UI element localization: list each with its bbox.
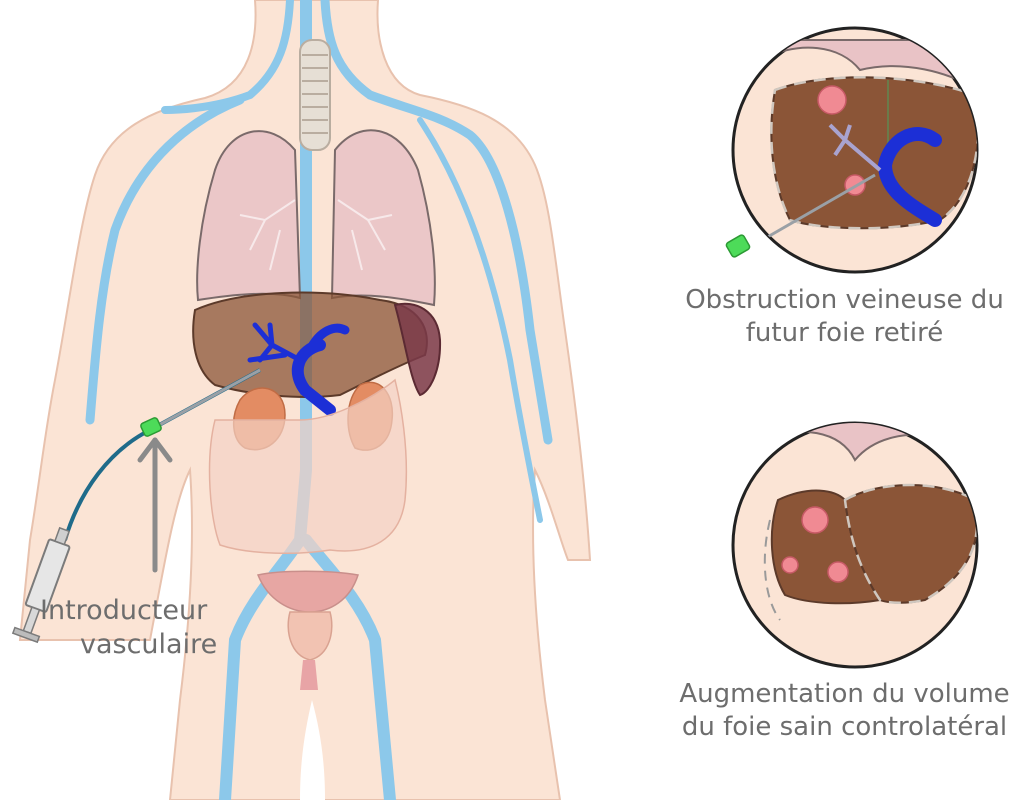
label-obstruction-line2: futur foie retiré [660, 317, 1029, 350]
label-obstruction: Obstruction veineuse du futur foie retir… [660, 284, 1029, 349]
inset-obstruction [725, 28, 985, 272]
label-introducer: Introducteur vasculaire [40, 594, 270, 662]
trachea [300, 40, 330, 150]
catheter-introducer-icon [725, 234, 750, 258]
label-introducer-line2: vasculaire [40, 628, 270, 662]
tumor-icon [802, 507, 828, 533]
label-obstruction-line1: Obstruction veineuse du [660, 284, 1029, 317]
tumor-icon [828, 562, 848, 582]
tumor-icon [782, 557, 798, 573]
inset-augmentation [733, 410, 980, 667]
label-augmentation-line2: du foie sain controlatéral [660, 711, 1029, 744]
tumor-icon [818, 86, 846, 114]
label-introducer-line1: Introducteur [40, 594, 270, 628]
label-augmentation: Augmentation du volume du foie sain cont… [660, 678, 1029, 743]
label-augmentation-line1: Augmentation du volume [660, 678, 1029, 711]
